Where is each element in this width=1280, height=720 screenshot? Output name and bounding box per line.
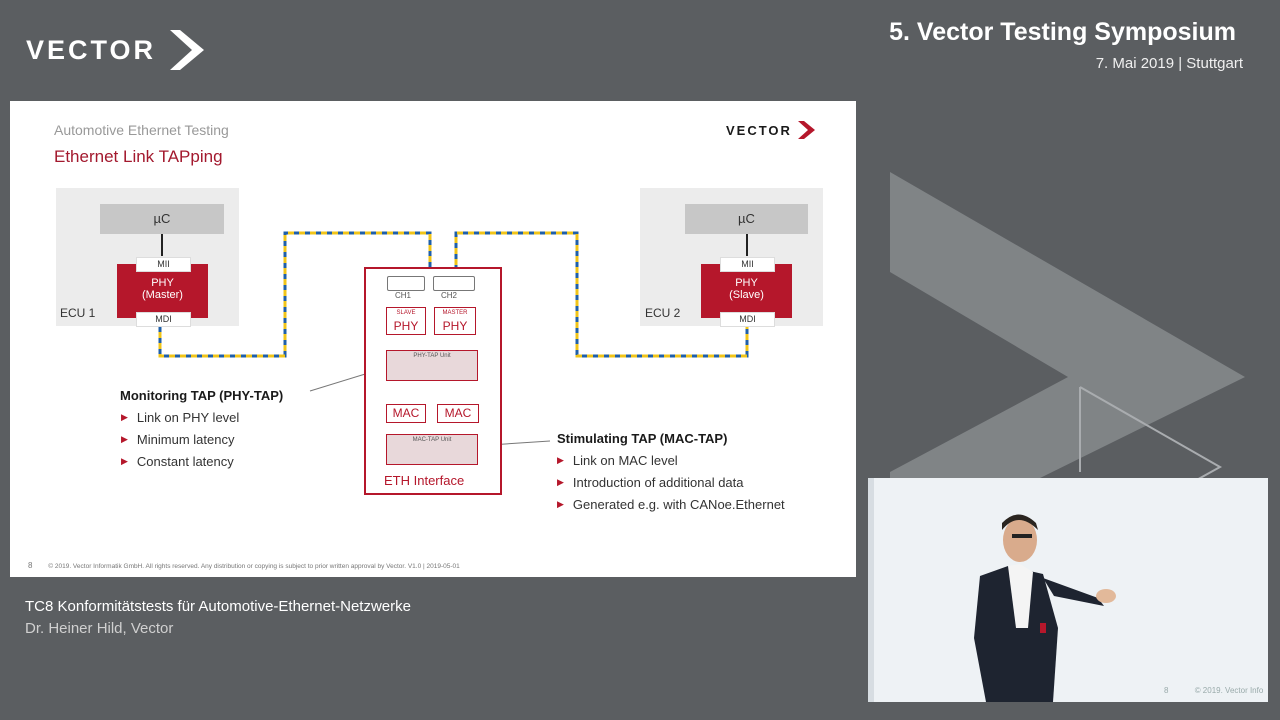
speaker-video-feed: 8 © 2019. Vector Info xyxy=(868,478,1268,702)
ecu2-phy-role: (Slave) xyxy=(729,289,764,301)
ch1-port-icon xyxy=(387,276,425,291)
video-slide-footer: 8 © 2019. Vector Info xyxy=(1164,686,1263,695)
mac-box-right: MAC xyxy=(437,404,479,423)
bullet-text: Introduction of additional data xyxy=(572,474,744,490)
bullet-arrow-icon: ▶ xyxy=(557,476,564,487)
ecu2-microcontroller: µC xyxy=(685,204,808,234)
ecu2-mdi-tag: MDI xyxy=(720,312,775,327)
ecu2-phy-block: PHY (Slave) xyxy=(701,264,792,318)
stimulating-bullet-list: ▶ Link on MAC level ▶ Introduction of addi… xyxy=(557,449,785,515)
mac-tap-unit: MAC-TAP Unit xyxy=(386,434,478,465)
ch2-port-icon xyxy=(433,276,475,291)
eth-interface-box: CH1 CH2 SLAVE PHY MASTER PHY PHY-TAP Uni… xyxy=(364,267,502,495)
mac-tap-unit-label: MAC-TAP Unit xyxy=(412,437,452,443)
ecu1-mii-tag: MII xyxy=(136,257,191,272)
phy-tap-unit: PHY-TAP Unit xyxy=(386,350,478,381)
slide-subtitle: Automotive Ethernet Testing xyxy=(54,122,229,138)
bullet-arrow-icon: ▶ xyxy=(121,433,128,444)
ecu1-phy-role: (Master) xyxy=(142,289,183,301)
bullet-arrow-icon: ▶ xyxy=(557,498,564,509)
slide-footer: 8 © 2019. Vector Informatik GmbH. All ri… xyxy=(28,561,460,570)
stimulating-heading: Stimulating TAP (MAC-TAP) xyxy=(557,431,728,446)
list-item: ▶ Link on PHY level xyxy=(121,406,239,428)
ch1-label: CH1 xyxy=(395,291,412,300)
slide-page-number: 8 xyxy=(28,561,33,570)
speaker-name: Dr. Heiner Hild, Vector xyxy=(25,620,174,637)
list-item: ▶ Constant latency xyxy=(121,450,239,472)
bullet-text: Generated e.g. with CANoe.Ethernet xyxy=(572,496,785,512)
list-item: ▶ Link on MAC level xyxy=(557,449,785,471)
monitoring-heading: Monitoring TAP (PHY-TAP) xyxy=(120,388,284,403)
master-phy-label: PHY xyxy=(442,319,468,333)
slave-tag: SLAVE xyxy=(396,310,416,316)
master-tag: MASTER xyxy=(442,310,468,316)
slave-phy-label: PHY xyxy=(393,319,419,333)
bullet-arrow-icon: ▶ xyxy=(121,455,128,466)
phy-tap-unit-label: PHY-TAP Unit xyxy=(413,353,451,359)
vector-brand-logo: VECTOR xyxy=(26,30,206,70)
slide-vector-logo: VECTOR xyxy=(726,121,816,139)
vector-chevron-icon xyxy=(170,30,205,70)
ethernet-cable-diagram xyxy=(158,231,749,446)
brand-wordmark: VECTOR xyxy=(26,34,157,65)
slide-logo-wordmark: VECTOR xyxy=(726,122,792,138)
cable-ecu2-yellow xyxy=(454,231,749,358)
bullet-text: Link on PHY level xyxy=(136,409,240,425)
video-page-number: 8 xyxy=(1164,686,1169,695)
ecu2-label: ECU 2 xyxy=(645,306,681,320)
slave-phy-box: SLAVE PHY xyxy=(386,307,426,335)
bullet-arrow-icon: ▶ xyxy=(121,411,128,422)
bullet-text: Minimum latency xyxy=(136,431,235,447)
slide-logo-chevron-icon xyxy=(797,121,815,139)
ecu1-connector-line xyxy=(161,234,163,256)
ecu1-mdi-tag: MDI xyxy=(136,312,191,327)
bullet-text: Link on MAC level xyxy=(572,452,678,468)
bullet-arrow-icon: ▶ xyxy=(557,454,564,465)
cable-ecu1-yellow xyxy=(158,231,432,358)
ecu2-connector-line xyxy=(746,234,748,256)
ecu1-microcontroller: µC xyxy=(100,204,224,234)
presentation-slide: Automotive Ethernet Testing Ethernet Lin… xyxy=(10,101,856,577)
list-item: ▶ Generated e.g. with CANoe.Ethernet xyxy=(557,493,785,515)
ch2-label: CH2 xyxy=(441,291,458,300)
list-item: ▶ Introduction of additional data xyxy=(557,471,785,493)
speaker-figure xyxy=(868,478,1268,702)
bullet-text: Constant latency xyxy=(136,453,234,469)
event-date-location: 7. Mai 2019 | Stuttgart xyxy=(1095,55,1243,72)
slide-title: Ethernet Link TAPping xyxy=(54,147,223,166)
list-item: ▶ Minimum latency xyxy=(121,428,239,450)
talk-title: TC8 Konformitätstests für Automotive-Eth… xyxy=(25,598,411,615)
ecu1-label: ECU 1 xyxy=(60,306,96,320)
ecu2-mii-tag: MII xyxy=(720,257,775,272)
mac-box-left: MAC xyxy=(386,404,426,423)
master-phy-box: MASTER PHY xyxy=(434,307,476,335)
slide-copyright: © 2019. Vector Informatik GmbH. All righ… xyxy=(48,563,460,570)
event-title: 5. Vector Testing Symposium xyxy=(889,18,1236,46)
eth-interface-label: ETH Interface xyxy=(384,473,465,488)
video-footer-text: © 2019. Vector Info xyxy=(1194,686,1264,695)
ecu1-phy-block: PHY (Master) xyxy=(117,264,208,318)
ecu2-phy-label: PHY xyxy=(735,277,758,289)
monitoring-bullet-list: ▶ Link on PHY level ▶ Minimum latency ▶ Con… xyxy=(121,406,239,472)
ecu1-phy-label: PHY xyxy=(151,277,174,289)
